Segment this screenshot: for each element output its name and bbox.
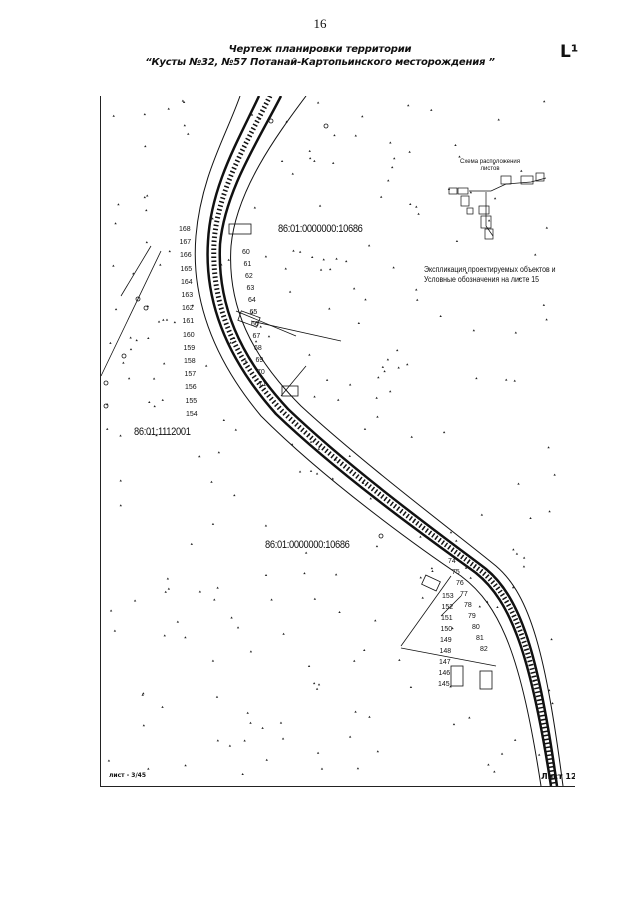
point-number-62: 62 — [245, 273, 253, 280]
sheet-label-left: лист - 3/45 — [109, 772, 147, 779]
legend-note-line-2: Условные обозначения на листе 15 — [424, 274, 540, 284]
point-number-67: 67 — [252, 333, 261, 340]
point-number-166: 166 — [180, 252, 192, 260]
point-number-81: 81 — [476, 635, 484, 642]
point-number-76: 76 — [456, 580, 464, 587]
point-number-80: 80 — [472, 624, 480, 631]
point-number-74: 74 — [448, 558, 456, 565]
point-number-70: 70 — [257, 369, 265, 376]
road-centerline — [211, 96, 557, 786]
point-number-156: 156 — [185, 384, 197, 392]
parcel-label-lower: 86:01:0000000:10686 — [265, 539, 350, 551]
point-number-146: 146 — [438, 670, 451, 677]
drawing-title: Чертеж планировки территории — [228, 44, 412, 55]
point-number-77: 77 — [460, 591, 468, 598]
corridor-outer-right — [230, 96, 564, 786]
point-number-69: 69 — [255, 357, 264, 364]
point-number-157: 157 — [184, 371, 197, 379]
parcel-label-left: 86:01:1112001 — [134, 426, 191, 438]
map-frame: 86:01:0000000:10686 86:01:1112001 86:01:… — [100, 96, 575, 787]
point-number-168: 168 — [179, 226, 191, 233]
road-edge-right — [218, 96, 559, 786]
point-number-155: 155 — [185, 397, 198, 405]
point-number-167: 167 — [179, 239, 192, 247]
corner-mark: L¹ — [560, 42, 579, 62]
point-number-150: 150 — [440, 626, 453, 633]
point-number-60: 60 — [242, 249, 250, 256]
callout-boxes — [228, 223, 493, 690]
point-number-153: 153 — [442, 593, 454, 600]
terrain-symbols — [106, 99, 556, 776]
point-number-64: 64 — [248, 297, 256, 304]
point-number-149: 149 — [440, 637, 452, 644]
point-number-68: 68 — [254, 345, 262, 352]
point-number-152: 152 — [441, 604, 454, 611]
point-number-154: 154 — [186, 410, 198, 418]
point-number-151: 151 — [441, 615, 453, 622]
point-number-66: 66 — [251, 321, 259, 328]
point-number-75: 75 — [452, 569, 460, 576]
leader-lines — [101, 245, 497, 667]
point-number-65: 65 — [249, 309, 258, 316]
point-number-71: 71 — [258, 381, 267, 388]
legend-note-line-1: Экспликация проектируемых объектов и — [424, 264, 556, 274]
point-number-158: 158 — [184, 358, 196, 365]
point-number-148: 148 — [439, 648, 452, 655]
page-number: 16 — [313, 16, 327, 31]
corridor-outer-left — [194, 96, 542, 786]
point-number-61: 61 — [243, 261, 252, 268]
point-number-165: 165 — [180, 265, 193, 273]
point-number-159: 159 — [183, 344, 196, 352]
point-number-164: 164 — [181, 278, 193, 286]
point-number-63: 63 — [246, 285, 255, 292]
corridor — [194, 96, 564, 786]
point-number-160: 160 — [183, 331, 195, 339]
point-number-163: 163 — [181, 292, 194, 299]
point-number-161: 161 — [182, 318, 195, 326]
point-number-78: 78 — [464, 602, 472, 609]
map-canvas — [101, 96, 564, 786]
point-number-145: 145 — [438, 681, 450, 688]
survey-markers — [103, 118, 384, 539]
scheme-title: Схема расположения листов — [460, 159, 520, 172]
road-edge-left — [206, 96, 553, 786]
scheme-diagram — [448, 172, 547, 240]
point-number-162: 162 — [182, 305, 194, 313]
parcel-label-upper: 86:01:0000000:10686 — [278, 223, 363, 235]
sheet-label-right: Лист 12 — [541, 772, 575, 781]
point-number-147: 147 — [439, 659, 451, 666]
drawing-subtitle: “Кусты №32, №57 Потанай-Картопьинского м… — [145, 57, 495, 68]
point-number-79: 79 — [468, 613, 476, 620]
point-number-82: 82 — [480, 646, 488, 653]
